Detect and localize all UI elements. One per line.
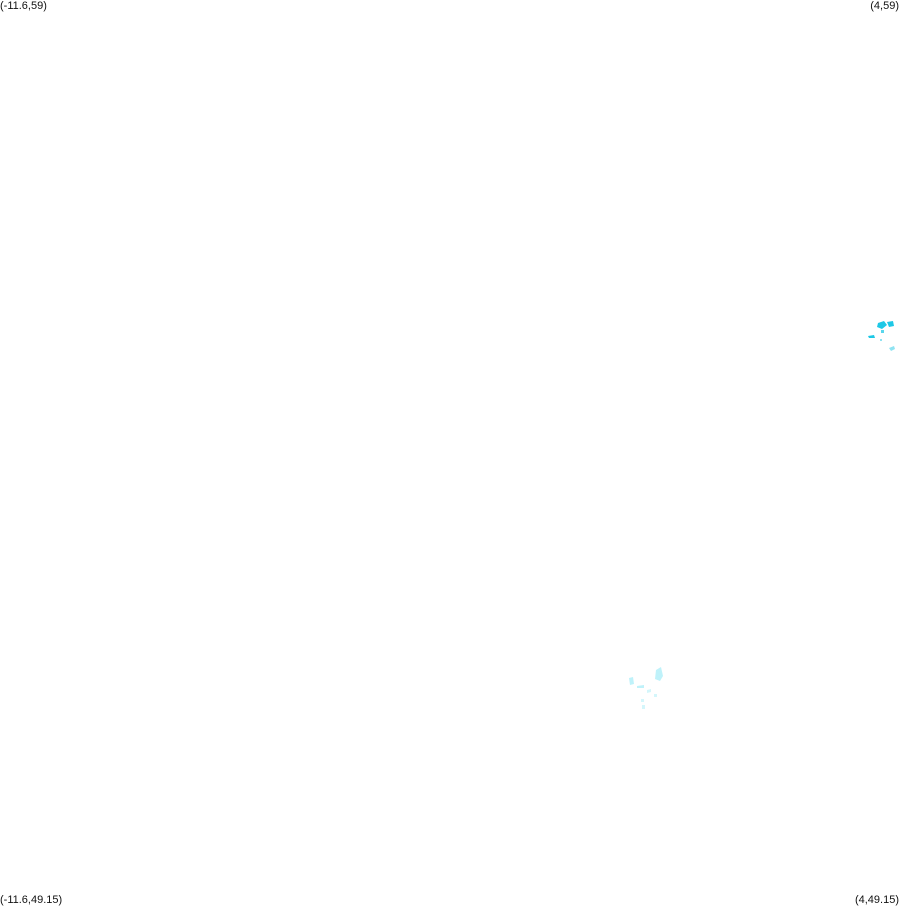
upper-right-patch [868,335,875,338]
corner-coordinate-bottom-left: (-11.6,49.15) [0,894,63,906]
lower-patch [654,694,657,697]
corner-coordinate-bottom-right: (4,49.15) [854,894,899,906]
lower-patch [642,705,645,709]
upper-right-patch [880,339,882,341]
lower-patch [637,685,644,688]
cluster-upper-right [868,321,895,351]
cluster-lower [629,667,663,709]
corner-coordinate-top-left: (-11.6,59) [0,0,47,12]
lower-patch [641,699,644,702]
upper-right-patch [889,346,895,351]
corner-coordinate-top-right: (4,59) [870,0,899,12]
lower-patch [647,689,651,693]
upper-right-patch [877,321,887,329]
upper-right-patch [887,321,894,327]
lower-patch [629,677,634,685]
upper-right-patch [881,330,884,333]
lower-patch [655,667,663,681]
